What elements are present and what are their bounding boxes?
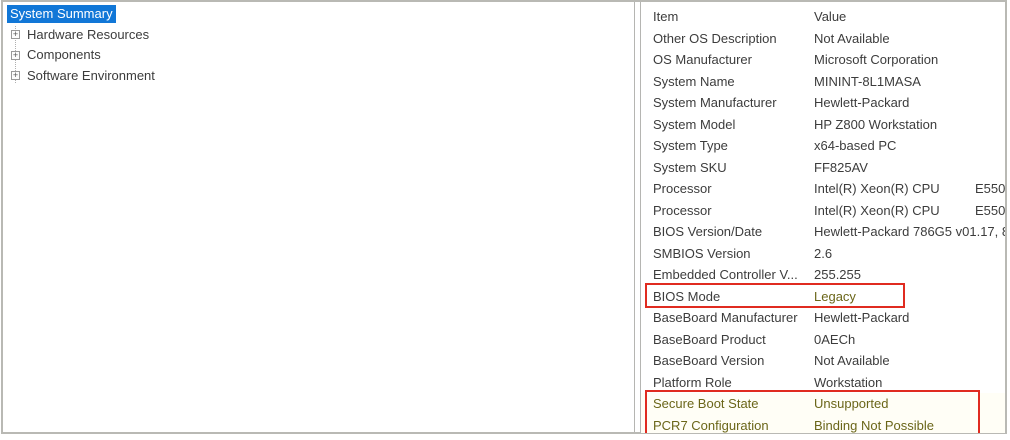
table-row[interactable]: Embedded Controller V... 255.255 <box>641 264 1005 286</box>
row-item-label: System Model <box>653 116 736 132</box>
row-item-label: Processor <box>653 202 712 218</box>
row-value-label: MININT-8L1MASA <box>814 73 921 89</box>
list-header-row: Item Value <box>641 6 1005 28</box>
table-row[interactable]: System Name MININT-8L1MASA <box>641 71 1005 93</box>
table-row[interactable]: System Manufacturer Hewlett-Packard <box>641 92 1005 114</box>
table-row[interactable]: BaseBoard Version Not Available <box>641 350 1005 372</box>
row-value-extra-label: E5506 <box>975 181 1005 196</box>
table-row[interactable]: BaseBoard Product 0AECh <box>641 329 1005 351</box>
row-value-label: HP Z800 Workstation <box>814 116 938 132</box>
row-item-label: BIOS Version/Date <box>653 224 763 239</box>
row-item-label: BaseBoard Manufacturer <box>653 310 798 325</box>
row-item-label: Platform Role <box>653 374 732 390</box>
row-item-label: System SKU <box>653 159 727 175</box>
table-row[interactable]: PCR7 Configuration Binding Not Possible <box>641 414 1005 433</box>
table-row[interactable]: System Model HP Z800 Workstation <box>641 114 1005 136</box>
row-item-label: BIOS Mode <box>653 288 721 304</box>
expand-plus-icon[interactable]: + <box>11 70 20 81</box>
table-row[interactable]: Processor Intel(R) Xeon(R) CPU E5506 <box>641 178 1005 200</box>
column-header-value[interactable]: Value <box>814 9 847 24</box>
tree-item-label: Software Environment <box>27 67 155 83</box>
table-row[interactable]: Other OS Description Not Available <box>641 28 1005 50</box>
row-item-label: Embedded Controller V... <box>653 267 798 282</box>
row-value-label: Legacy <box>814 288 856 304</box>
row-item-label: PCR7 Configuration <box>653 417 769 433</box>
row-value-label: FF825AV <box>814 159 868 175</box>
table-row[interactable]: Processor Intel(R) Xeon(R) CPU E5506 <box>641 200 1005 222</box>
tree-item-software-environment[interactable]: + Software Environment <box>3 66 634 87</box>
row-value-label: Binding Not Possible <box>814 417 934 433</box>
column-header-item[interactable]: Item <box>653 9 679 24</box>
row-item-label: Other OS Description <box>653 30 777 46</box>
row-value-label: Not Available <box>814 353 890 368</box>
table-row[interactable]: System Type x64-based PC <box>641 135 1005 157</box>
row-item-label: BaseBoard Product <box>653 331 766 347</box>
row-item-label: System Manufacturer <box>653 95 777 110</box>
table-row[interactable]: SMBIOS Version 2.6 <box>641 243 1005 265</box>
row-value-label: 255.255 <box>814 267 861 282</box>
row-item-label: OS Manufacturer <box>653 52 752 67</box>
row-value-label: x64-based PC <box>814 138 897 153</box>
row-item-label: System Name <box>653 73 735 89</box>
tree-item-system-summary[interactable]: System Summary <box>3 4 634 25</box>
table-row[interactable]: Platform Role Workstation <box>641 372 1005 394</box>
row-value-label: 0AECh <box>814 331 856 347</box>
tree-item-label: Hardware Resources <box>27 26 150 42</box>
table-row[interactable]: BIOS Version/Date Hewlett-Packard 786G5 … <box>641 221 1005 243</box>
table-row[interactable]: BaseBoard Manufacturer Hewlett-Packard <box>641 307 1005 329</box>
table-row[interactable]: BIOS Mode Legacy <box>641 286 1005 308</box>
row-value-extra-label: E5506 <box>975 202 1005 218</box>
navigation-tree: System Summary + Hardware Resources + Co… <box>3 2 635 432</box>
row-value-label: Microsoft Corporation <box>814 52 939 67</box>
tree-item-components[interactable]: + Components <box>3 45 634 66</box>
row-value-label: Hewlett-Packard 786G5 v01.17, 8/ <box>814 224 1005 239</box>
row-value-label: Workstation <box>814 374 883 390</box>
row-value-label: Intel(R) Xeon(R) CPU <box>814 202 940 218</box>
tree-item-label: Components <box>27 47 101 63</box>
tree-item-label: System Summary <box>7 5 116 24</box>
row-value-label: Hewlett-Packard <box>814 310 910 325</box>
table-row[interactable]: OS Manufacturer Microsoft Corporation <box>641 49 1005 71</box>
row-value-label: Hewlett-Packard <box>814 95 910 110</box>
row-item-label: Secure Boot State <box>653 396 759 411</box>
expand-plus-icon[interactable]: + <box>11 29 20 40</box>
row-value-label: 2.6 <box>814 245 833 261</box>
table-row[interactable]: Secure Boot State Unsupported <box>641 393 1005 415</box>
row-item-label: SMBIOS Version <box>653 245 751 261</box>
expand-plus-icon[interactable]: + <box>11 49 20 60</box>
row-value-label: Unsupported <box>814 396 889 411</box>
table-row[interactable]: System SKU FF825AV <box>641 157 1005 179</box>
row-value-label: Intel(R) Xeon(R) CPU <box>814 181 940 196</box>
details-list: Item Value Other OS Description Not Avai… <box>640 2 1005 433</box>
row-item-label: System Type <box>653 138 728 153</box>
row-value-label: Not Available <box>814 30 890 46</box>
tree-item-hardware-resources[interactable]: + Hardware Resources <box>3 25 634 46</box>
row-item-label: Processor <box>653 181 712 196</box>
row-item-label: BaseBoard Version <box>653 353 765 368</box>
